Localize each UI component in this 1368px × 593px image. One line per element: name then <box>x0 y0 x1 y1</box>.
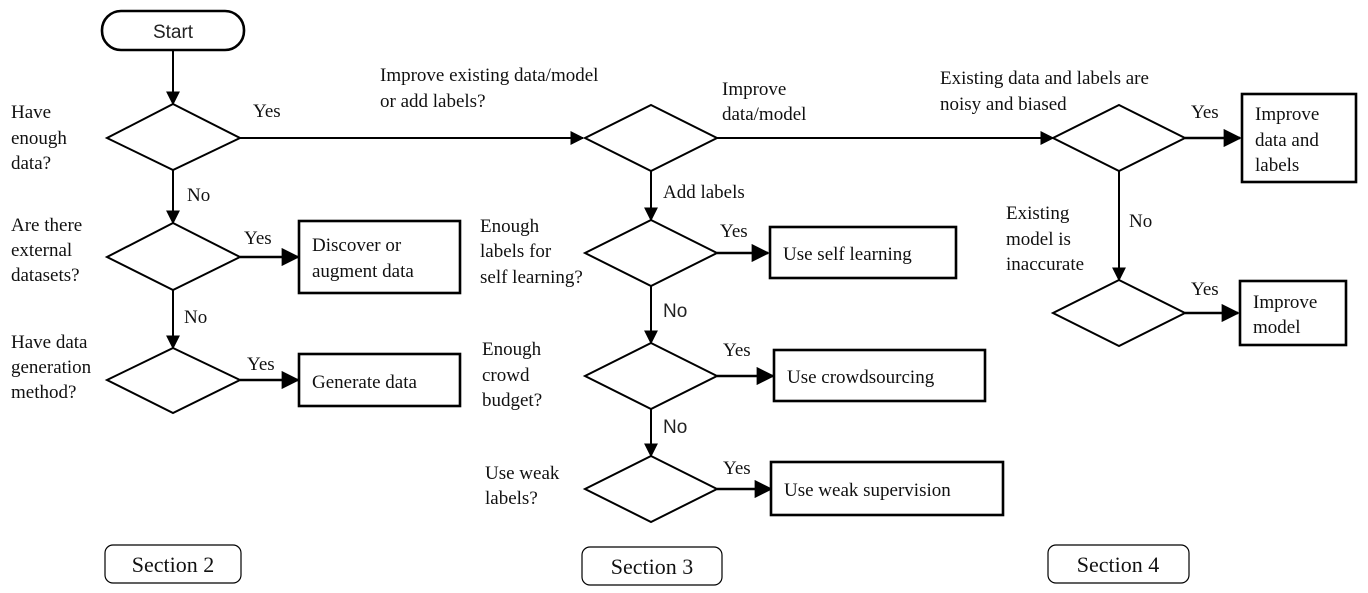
decision-external-datasets <box>104 221 243 292</box>
label-no-d1: No <box>187 185 210 206</box>
action-improve-model-text: Improve model <box>1253 292 1322 338</box>
action-generate-text: Generate data <box>312 372 418 393</box>
label-no-d6: No <box>663 417 687 438</box>
decision-noisy-biased <box>1050 103 1188 173</box>
section-4-label: Section 4 <box>1077 552 1160 577</box>
question-noisy-biased: Existing data and labels are noisy and b… <box>940 68 1154 115</box>
decision-improve-or-add-labels <box>582 103 720 173</box>
action-improve-model <box>1238 279 1348 347</box>
section-2-box <box>104 544 242 584</box>
action-discover-text: Discover or augment data <box>312 235 414 282</box>
action-crowdsourcing <box>772 348 987 403</box>
action-discover-augment <box>297 219 462 295</box>
section-4-box <box>1047 544 1190 584</box>
decision-crowd-budget <box>582 341 720 411</box>
action-weak-supervision-text: Use weak supervision <box>784 480 951 501</box>
label-yes-d3: Yes <box>247 354 275 375</box>
question-generation-method: Have data generation method? <box>11 332 96 403</box>
action-improve-data-labels-text: Improve data and labels <box>1255 104 1324 176</box>
label-no-d5: No <box>663 301 687 322</box>
action-weak-supervision <box>769 460 1005 517</box>
decision-model-inaccurate <box>1050 278 1188 348</box>
decision-labels-self-learning <box>582 218 720 288</box>
label-yes-d2: Yes <box>244 228 272 249</box>
label-no-d8: No <box>1129 211 1152 232</box>
action-improve-data-labels <box>1240 92 1358 184</box>
action-self-learning <box>768 225 958 280</box>
decision-enough-data <box>104 102 243 172</box>
question-improve-or-add: Improve existing data/model or add label… <box>380 65 603 112</box>
label-yes-d6: Yes <box>723 340 751 361</box>
label-no-d2: No <box>184 307 207 328</box>
section-2-label: Section 2 <box>132 552 215 577</box>
question-enough-data: Have enough data? <box>11 102 72 174</box>
action-self-learning-text: Use self learning <box>783 244 912 265</box>
decision-weak-labels <box>582 454 720 524</box>
section-3-box <box>581 546 723 586</box>
action-crowdsourcing-text: Use crowdsourcing <box>787 367 935 388</box>
label-yes-d5: Yes <box>720 221 748 242</box>
section-3-label: Section 3 <box>611 554 694 579</box>
label-yes-d7: Yes <box>723 458 751 479</box>
start-label: Start <box>153 22 194 43</box>
label-yes-d9: Yes <box>1191 279 1219 300</box>
question-crowd-budget: Enough crowd budget? <box>482 339 546 411</box>
question-weak-labels: Use weak labels? <box>485 463 564 509</box>
label-yes-d1: Yes <box>253 101 281 122</box>
label-yes-d8: Yes <box>1191 102 1219 123</box>
question-labels-self-learning: Enough labels for self learning? <box>480 216 583 288</box>
decision-generation-method <box>104 346 243 415</box>
question-external-datasets: Are there external datasets? <box>11 215 87 286</box>
label-improve-data-model: Improve data/model <box>722 79 806 125</box>
label-add-labels: Add labels <box>663 182 745 203</box>
question-model-inaccurate: Existing model is inaccurate <box>1006 203 1084 275</box>
action-generate-data <box>297 352 462 408</box>
